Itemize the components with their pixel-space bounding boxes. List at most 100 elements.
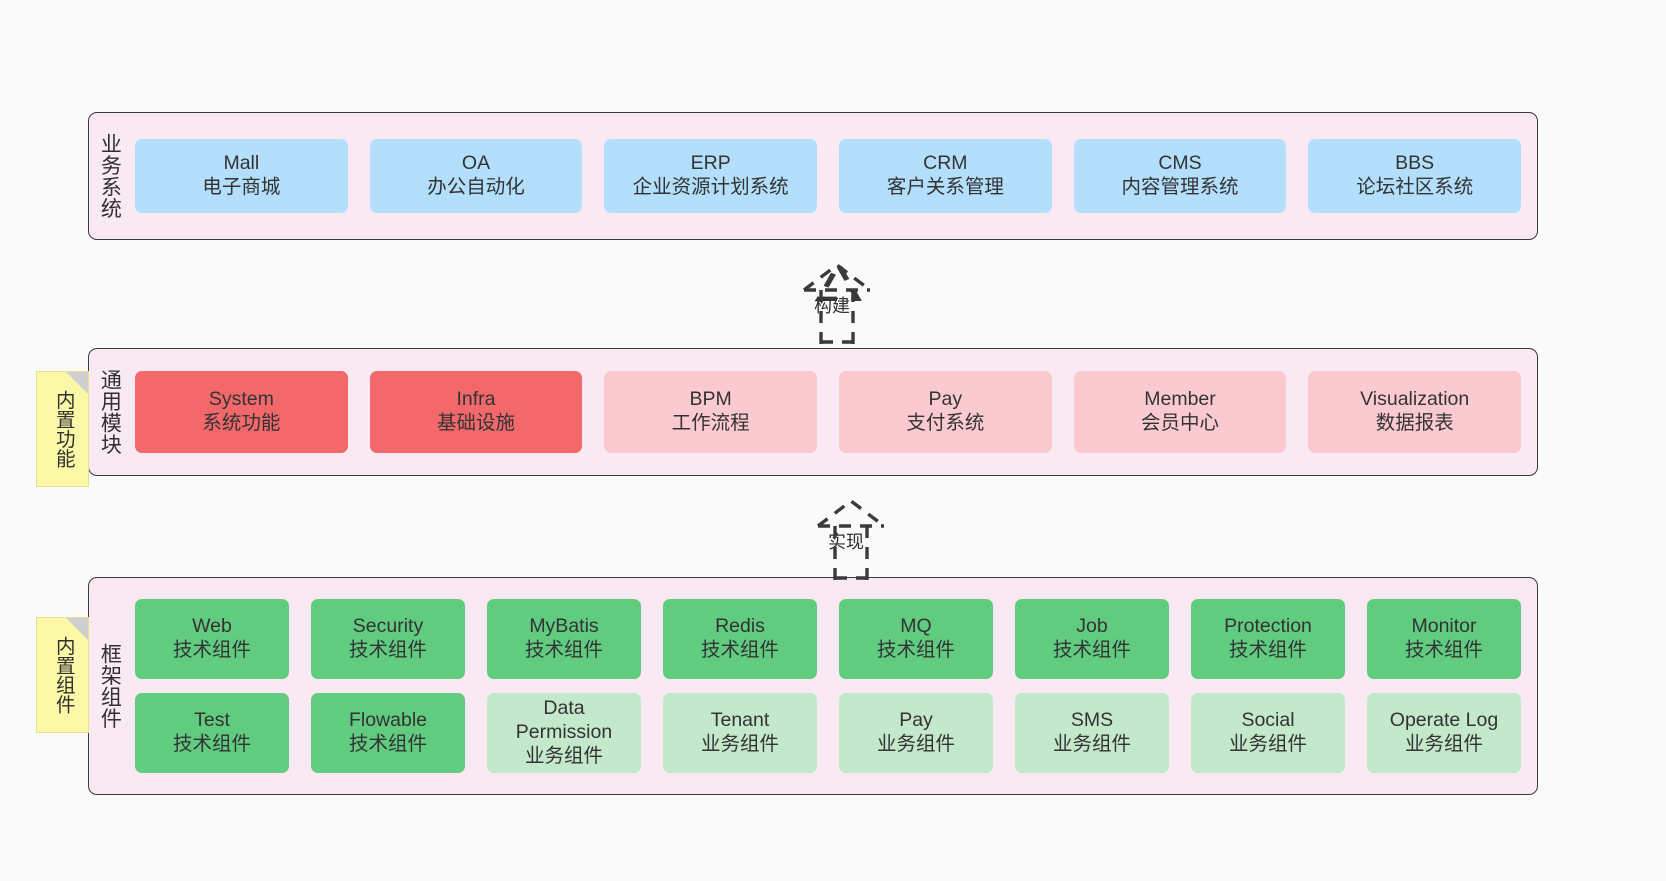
box-title: SMS	[1070, 709, 1114, 732]
box-data-permission[interactable]: Data Permission 业务组件	[487, 693, 641, 773]
box-job[interactable]: Job 技术组件	[1015, 599, 1169, 679]
box-subtitle: 客户关系管理	[886, 176, 1004, 198]
box-subtitle: 技术组件	[1404, 639, 1483, 661]
box-subtitle: 技术组件	[348, 733, 427, 755]
box-subtitle: 会员中心	[1141, 412, 1220, 434]
box-title: MQ	[900, 615, 932, 638]
box-title: CRM	[923, 152, 968, 175]
box-title: Infra	[456, 388, 496, 411]
box-title: Protection	[1224, 615, 1312, 638]
box-subtitle: 技术组件	[876, 639, 955, 661]
box-redis[interactable]: Redis 技术组件	[663, 599, 817, 679]
note-builtin-function: 内置功能	[36, 371, 89, 487]
box-tenant[interactable]: Tenant 业务组件	[663, 693, 817, 773]
box-subtitle: 论坛社区系统	[1356, 176, 1474, 198]
box-mall[interactable]: Mall 电子商城	[135, 139, 348, 213]
box-title: BBS	[1395, 152, 1435, 175]
box-title: Flowable	[348, 709, 428, 732]
arrow-build: 构建	[752, 252, 922, 344]
arrow-implement: 实现	[766, 488, 936, 580]
box-subtitle: 业务组件	[524, 744, 603, 767]
box-infra[interactable]: Infra 基础设施	[369, 371, 583, 453]
box-mq[interactable]: MQ 技术组件	[839, 599, 993, 679]
box-pay-component[interactable]: Pay 业务组件	[839, 693, 993, 773]
box-title: Redis	[715, 615, 765, 638]
box-system[interactable]: System 系统功能	[135, 371, 348, 453]
layer-business-system: 业务系统 Mall 电子商城 OA 办公自动化 ERP 企业资源计划系统 CRM…	[88, 112, 1538, 240]
layer-framework-components: 框架组件 Web 技术组件 Security 技术组件 MyBatis 技术组件…	[88, 577, 1538, 795]
box-security[interactable]: Security 技术组件	[311, 599, 465, 679]
box-title: Mall	[223, 152, 260, 175]
layer-body-common-modules: System 系统功能 Infra 基础设施 BPM 工作流程 Pay 支付系统…	[129, 349, 1537, 475]
box-title: Pay	[928, 388, 963, 411]
box-oa[interactable]: OA 办公自动化	[369, 139, 583, 213]
box-crm[interactable]: CRM 客户关系管理	[839, 139, 1052, 213]
layer-label-framework-components: 框架组件	[98, 643, 122, 729]
box-row: System 系统功能 Infra 基础设施 BPM 工作流程 Pay 支付系统…	[135, 371, 1522, 453]
layer-label-common-modules: 通用模块	[98, 369, 122, 455]
box-subtitle: 办公自动化	[427, 176, 525, 198]
box-visualization[interactable]: Visualization 数据报表	[1308, 371, 1522, 453]
box-operate-log[interactable]: Operate Log 业务组件	[1367, 693, 1521, 773]
box-subtitle: 技术组件	[1228, 639, 1307, 661]
note-builtin-component: 内置组件	[36, 617, 89, 733]
box-subtitle: 基础设施	[437, 412, 516, 434]
box-title: Member	[1144, 388, 1216, 411]
box-row: Web 技术组件 Security 技术组件 MyBatis 技术组件 Redi…	[135, 599, 1521, 679]
box-title: Operate Log	[1389, 709, 1499, 732]
box-subtitle: 技术组件	[172, 733, 251, 755]
box-title: BPM	[689, 388, 732, 411]
layer-body-business-system: Mall 电子商城 OA 办公自动化 ERP 企业资源计划系统 CRM 客户关系…	[129, 113, 1537, 239]
box-title: Visualization	[1360, 388, 1470, 411]
box-pay[interactable]: Pay 支付系统	[839, 371, 1052, 453]
box-title: Tenant	[710, 709, 770, 732]
box-subtitle: 系统功能	[202, 412, 281, 434]
box-subtitle: 业务组件	[1052, 733, 1131, 755]
arrow-label-build: 构建	[814, 296, 850, 316]
box-title: Pay	[899, 709, 933, 732]
layer-label-business-system: 业务系统	[98, 133, 122, 219]
box-mybatis[interactable]: MyBatis 技术组件	[487, 599, 641, 679]
box-bpm[interactable]: BPM 工作流程	[604, 371, 818, 453]
box-row: Mall 电子商城 OA 办公自动化 ERP 企业资源计划系统 CRM 客户关系…	[135, 139, 1522, 213]
box-subtitle: 数据报表	[1375, 412, 1454, 434]
layer-body-framework-components: Web 技术组件 Security 技术组件 MyBatis 技术组件 Redi…	[129, 578, 1537, 794]
box-subtitle: 电子商城	[202, 176, 281, 198]
box-title: System	[208, 388, 274, 411]
box-monitor[interactable]: Monitor 技术组件	[1367, 599, 1521, 679]
box-subtitle: 业务组件	[1228, 733, 1307, 755]
box-title: Security	[352, 615, 424, 638]
box-protection[interactable]: Protection 技术组件	[1191, 599, 1345, 679]
box-title: ERP	[690, 152, 731, 175]
box-subtitle: 企业资源计划系统	[632, 176, 789, 198]
box-web[interactable]: Web 技术组件	[135, 599, 289, 679]
box-social[interactable]: Social 业务组件	[1191, 693, 1345, 773]
box-member[interactable]: Member 会员中心	[1073, 371, 1287, 453]
layer-common-modules: 通用模块 System 系统功能 Infra 基础设施 BPM 工作流程 Pay…	[88, 348, 1538, 476]
box-title: Social	[1241, 709, 1295, 732]
box-subtitle: 业务组件	[1404, 733, 1483, 755]
box-row: Test 技术组件 Flowable 技术组件 Data Permission …	[135, 693, 1521, 773]
box-subtitle: 支付系统	[906, 412, 985, 434]
box-subtitle: 技术组件	[172, 639, 251, 661]
box-flowable[interactable]: Flowable 技术组件	[311, 693, 465, 773]
box-subtitle: 业务组件	[876, 733, 955, 755]
box-subtitle: 内容管理系统	[1121, 176, 1239, 198]
box-subtitle: 业务组件	[700, 733, 779, 755]
box-title: Data Permission	[515, 697, 613, 744]
box-title: Web	[192, 615, 232, 638]
box-cms[interactable]: CMS 内容管理系统	[1073, 139, 1287, 213]
box-sms[interactable]: SMS 业务组件	[1015, 693, 1169, 773]
box-subtitle: 技术组件	[1052, 639, 1131, 661]
box-subtitle: 技术组件	[700, 639, 779, 661]
box-title: MyBatis	[529, 615, 599, 638]
box-test[interactable]: Test 技术组件	[135, 693, 289, 773]
box-subtitle: 技术组件	[348, 639, 427, 661]
box-subtitle: 工作流程	[671, 412, 750, 434]
box-erp[interactable]: ERP 企业资源计划系统	[604, 139, 818, 213]
box-title: CMS	[1158, 152, 1202, 175]
box-title: Monitor	[1411, 615, 1477, 638]
note-fold-corner-icon	[66, 618, 88, 640]
box-bbs[interactable]: BBS 论坛社区系统	[1308, 139, 1522, 213]
